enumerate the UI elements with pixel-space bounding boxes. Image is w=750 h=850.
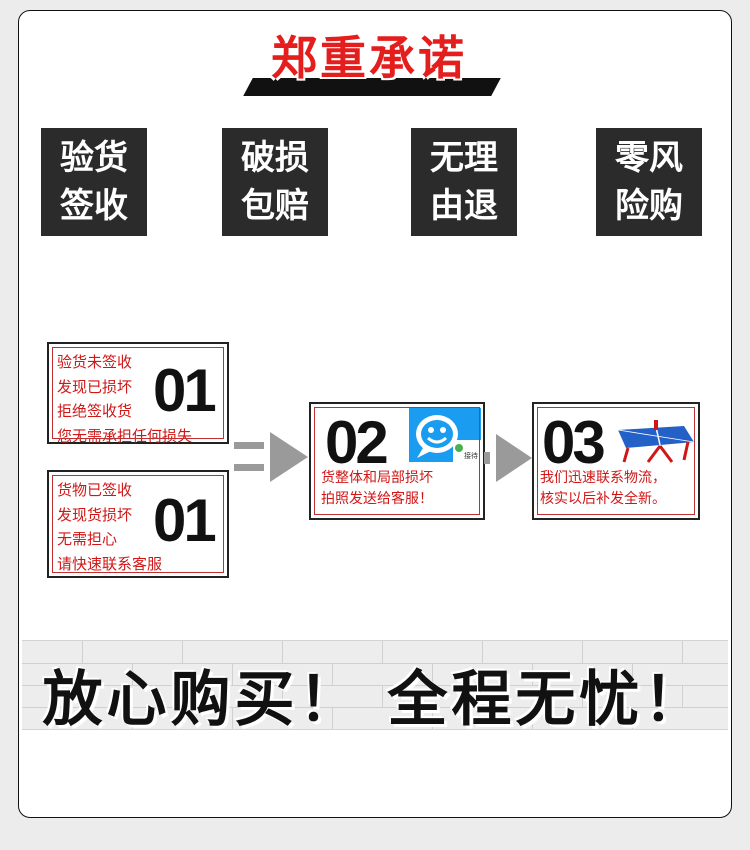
step-number: 03 bbox=[542, 409, 606, 476]
promise-line: 零风 bbox=[615, 138, 683, 178]
step-2-photo: 02 接待 货整体和局部损坏 拍照发送给客服！ bbox=[309, 402, 485, 520]
step-number: 02 bbox=[325, 409, 389, 476]
step-line: 核实以后补发全新。 bbox=[540, 491, 666, 507]
promise-line: 包赔 bbox=[241, 186, 309, 226]
promise-no-reason-return: 无理 由退 bbox=[411, 128, 517, 236]
promise-line: 由退 bbox=[430, 186, 498, 226]
step-line: 拍照发送给客服！ bbox=[321, 491, 433, 507]
step-line: 货物已签收 bbox=[57, 481, 133, 499]
title-block: 郑重承诺 bbox=[224, 20, 514, 100]
promise-line: 无理 bbox=[430, 138, 498, 178]
step-number: 01 bbox=[153, 357, 217, 424]
arrow-right-icon bbox=[484, 434, 532, 482]
step-line: 货整体和局部损坏 bbox=[321, 470, 433, 486]
step-line: 发现货损坏 bbox=[57, 505, 133, 524]
step-line: 拒绝签收货 bbox=[57, 402, 133, 420]
step-3-reissue: 03 我们迅速联系物流， 核实以后补发全新。 bbox=[532, 402, 700, 520]
step-text: 我们迅速联系物流， 核实以后补发全新。 bbox=[540, 468, 666, 510]
step-text: 货整体和局部损坏 拍照发送给客服！ bbox=[321, 468, 433, 510]
promise-inspect-sign: 验货 签收 bbox=[41, 128, 147, 236]
promise-line: 验货 bbox=[60, 138, 128, 178]
promise-line: 险购 bbox=[615, 186, 683, 226]
step-number: 01 bbox=[153, 487, 217, 554]
promise-line: 签收 bbox=[60, 186, 128, 226]
step-1-unsigned: 验货未签收 发现已损坏 拒绝签收货 您无需承担任何损失 01 bbox=[47, 342, 229, 445]
page-title: 郑重承诺 bbox=[271, 31, 467, 85]
promise-line: 破损 bbox=[241, 138, 309, 178]
wangwang-chat-icon: 接待 bbox=[409, 408, 481, 462]
banner-slogan: 放心购买！ 全程无忧！ bbox=[42, 665, 708, 730]
step-line: 发现已损坏 bbox=[57, 377, 133, 396]
step-text: 货物已签收 发现货损坏 无需担心 请快速联系客服 bbox=[57, 478, 162, 576]
step-line: 您无需承担任何损失 bbox=[57, 426, 193, 445]
step-line: 验货未签收 bbox=[57, 353, 133, 371]
ping-pong-table-icon bbox=[617, 420, 695, 463]
arrow-right-icon bbox=[234, 432, 308, 482]
step-line: 无需担心 bbox=[57, 530, 118, 548]
step-line: 请快速联系客服 bbox=[57, 554, 163, 573]
bottom-banner: 放心购买！ 全程无忧！ bbox=[22, 640, 728, 730]
promise-zero-risk: 零风 险购 bbox=[596, 128, 702, 236]
wangwang-label: 接待 bbox=[464, 451, 478, 460]
promise-damage-compensate: 破损 包赔 bbox=[222, 128, 328, 236]
step-line: 我们迅速联系物流， bbox=[540, 470, 666, 486]
step-1-signed: 货物已签收 发现货损坏 无需担心 请快速联系客服 01 bbox=[47, 470, 229, 578]
step-text: 验货未签收 发现已损坏 拒绝签收货 您无需承担任何损失 bbox=[57, 350, 192, 448]
